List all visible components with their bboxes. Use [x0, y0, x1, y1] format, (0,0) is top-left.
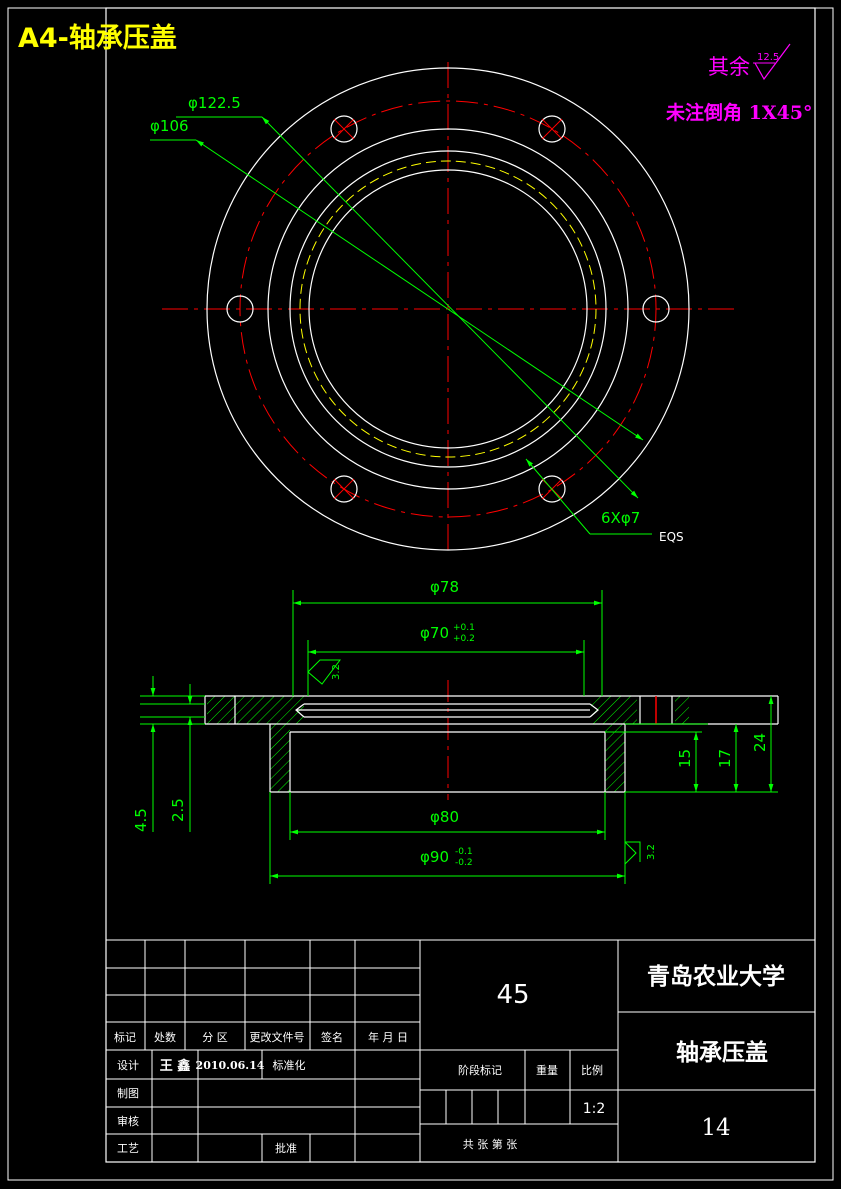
label-weight: 重量	[536, 1063, 558, 1077]
title-block: 45 青岛农业大学 轴承压盖 14 标记 处数 分 区 更改文件号 签名 年 月…	[105, 939, 816, 1163]
bolt-hole	[330, 475, 358, 503]
dim-holes-note: EQS	[659, 530, 684, 544]
designer-name: 王 鑫	[160, 1058, 191, 1074]
label-draw: 制图	[117, 1087, 139, 1100]
dim-lower-inner-label: φ80	[430, 808, 459, 826]
roughness-note-value: 12.5	[757, 52, 779, 63]
dim-bore-label: φ70	[420, 624, 449, 642]
school-name: 青岛农业大学	[647, 963, 785, 990]
label-approve: 批准	[275, 1141, 297, 1155]
dimension-lower-inner: φ80	[289, 792, 606, 840]
chamfer-note: 未注倒角 1X45°	[665, 101, 813, 124]
label-process: 工艺	[117, 1142, 139, 1155]
roughness-outer-symbol: 3.2	[624, 841, 657, 865]
dimension-lower-outer: φ90 -0.1 -0.2	[269, 792, 626, 884]
dim-holes-label: 6Xφ7	[601, 509, 640, 527]
label-scale: 比例	[581, 1063, 603, 1077]
rev-col-zone: 分 区	[202, 1031, 228, 1044]
dim-outer-label: φ122.5	[188, 94, 241, 112]
dim-bore-tol-upper: +0.1	[453, 623, 475, 633]
dimension-right: 15 17 24	[605, 696, 778, 793]
dim-left-25-label: 2.5	[169, 798, 187, 822]
dim-left-45-label: 4.5	[132, 808, 150, 832]
roughness-outer-value: 3.2	[646, 844, 657, 860]
dimension-bolt-circle: φ106	[150, 117, 644, 441]
label-review: 审核	[117, 1114, 139, 1128]
section-view: φ78 φ70 +0.1 +0.2 3.2 4.5 2.5	[132, 578, 779, 884]
dimension-outer-diameter: φ122.5	[176, 94, 639, 499]
dim-height-15-label: 15	[676, 749, 694, 768]
bolt-hole	[330, 115, 358, 143]
hatch-flange-right	[675, 696, 689, 724]
hatch-body-right	[605, 724, 625, 792]
dim-height-24-label: 24	[751, 733, 769, 752]
roughness-note-prefix: 其余	[708, 55, 750, 79]
design-date: 2010.06.14	[196, 1059, 265, 1072]
dimension-bore: φ70 +0.1 +0.2	[307, 623, 585, 696]
hatch-flange-left	[207, 696, 254, 724]
roughness-bore-symbol: 3.2	[307, 659, 342, 685]
dim-lower-outer-label: φ90	[420, 848, 449, 866]
label-standard: 标准化	[273, 1058, 306, 1072]
rev-col-date: 年 月 日	[368, 1030, 408, 1044]
dimension-top-width: φ78	[292, 578, 603, 696]
bolt-hole	[642, 295, 670, 323]
dim-lower-outer-tol-lower: -0.2	[455, 858, 473, 868]
scale-value: 1:2	[583, 1101, 606, 1117]
rev-col-sign: 签名	[321, 1030, 343, 1044]
rev-col-count: 处数	[154, 1031, 176, 1044]
hatch-body-left	[270, 724, 290, 792]
dim-height-17-label: 17	[716, 749, 734, 768]
dim-bolt-circle-label: φ106	[150, 117, 189, 135]
dim-top-width-label: φ78	[430, 578, 459, 596]
drawing-number: 14	[701, 1115, 730, 1141]
sheets-text: 共 张 第 张	[463, 1137, 518, 1151]
label-stage: 阶段标记	[458, 1063, 502, 1077]
dimension-left: 4.5 2.5	[132, 676, 205, 832]
rev-col-mark: 标记	[114, 1030, 136, 1044]
material-label: 45	[496, 980, 529, 1010]
section-outline	[204, 695, 779, 793]
dim-bore-tol-lower: +0.2	[453, 634, 475, 644]
roughness-symbol: 12.5	[753, 43, 791, 81]
dim-lower-outer-tol-upper: -0.1	[455, 847, 473, 857]
label-design: 设计	[117, 1059, 139, 1072]
dimension-holes: 6Xφ7 EQS	[525, 458, 684, 544]
sheet-header: A4-轴承压盖	[18, 23, 177, 54]
bolt-hole	[538, 115, 566, 143]
roughness-bore-value: 3.2	[331, 664, 342, 680]
rev-col-docno: 更改文件号	[250, 1030, 305, 1044]
revision-header-row: 标记 处数 分 区 更改文件号 签名 年 月 日	[114, 1030, 408, 1044]
part-name: 轴承压盖	[676, 1039, 768, 1066]
top-view: φ122.5 φ106 6Xφ7 EQS	[150, 62, 735, 555]
